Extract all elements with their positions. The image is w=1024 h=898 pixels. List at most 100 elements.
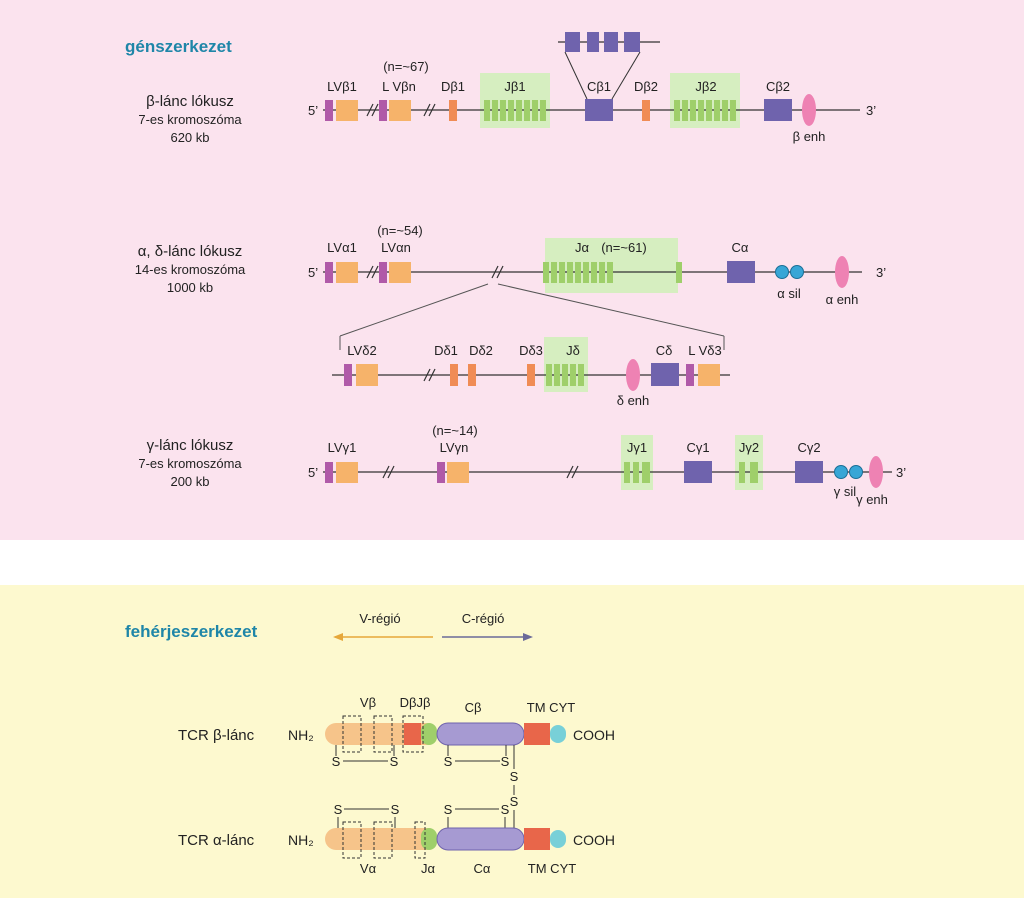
beta-j1-label: Jβ1	[504, 79, 525, 94]
alpha-c-domain	[436, 827, 525, 851]
alpha-cdr-box-3	[414, 821, 426, 859]
alpha-leader-1	[325, 262, 333, 283]
gamma-silencer-1	[834, 465, 848, 479]
alpha-cyt-segment	[550, 830, 566, 848]
beta-j1-region-bg	[480, 73, 550, 128]
beta-c1-gene	[585, 99, 613, 121]
beta-cdr-box-3	[402, 715, 424, 753]
gamma-5prime: 5’	[308, 465, 318, 480]
alpha-cdr-box-1	[342, 821, 362, 859]
delta-d3-label: Dδ3	[519, 343, 543, 358]
cbeta-exon-3	[604, 32, 618, 52]
beta-cdr-box-1	[342, 715, 362, 753]
alpha-v-count: (n=~54)	[377, 223, 423, 238]
alpha-enh-label: α enh	[826, 292, 859, 307]
gamma-v1-gene	[336, 462, 358, 483]
gamma-j1-segments	[624, 462, 650, 483]
alpha-c-label: Cα	[732, 240, 749, 255]
alpha-tm-segment	[524, 828, 550, 850]
break-mark	[423, 103, 431, 117]
beta-leader-1	[325, 100, 333, 121]
alpha-vn-gene	[389, 262, 411, 283]
alpha-tm-cyt: TM CYT	[528, 861, 576, 876]
delta-v2-gene	[356, 364, 378, 386]
gamma-c2-label: Cγ2	[797, 440, 820, 455]
beta-locus-chromosome: 7-es kromoszóma	[138, 112, 242, 127]
beta-j2-region-bg	[670, 73, 740, 128]
beta-d1-label: Dβ1	[441, 79, 465, 94]
beta-v-label: Vβ	[360, 695, 376, 710]
beta-tm-cyt: TM CYT	[527, 700, 575, 715]
delta-j-segments	[546, 364, 584, 386]
beta-d2-label: Dβ2	[634, 79, 658, 94]
break-mark	[371, 103, 379, 117]
delta-enhancer	[626, 359, 640, 391]
alpha-lvn-label: LVαn	[381, 240, 411, 255]
alpha-3prime: 3’	[876, 265, 886, 280]
alpha-delta-locus-chromosome: 14-es kromoszóma	[134, 262, 246, 277]
break-mark	[428, 368, 436, 382]
gene-structure-heading: génszerkezet	[125, 37, 232, 56]
tcr-beta-chain-label: TCR β-lánc	[178, 727, 255, 744]
break-mark	[496, 265, 504, 279]
alpha-c-label: Cα	[474, 861, 491, 876]
beta-cooh: COOH	[573, 727, 615, 743]
v-region-arrowhead	[333, 633, 343, 641]
delta-v3-gene	[698, 364, 720, 386]
delta-c-label: Cδ	[656, 343, 673, 358]
beta-c1-label: Cβ1	[587, 79, 611, 94]
delta-d1-gene	[450, 364, 458, 386]
alpha-cooh: COOH	[573, 832, 615, 848]
beta-locus-name: β-lánc lókusz	[146, 93, 234, 110]
gamma-locus-size: 200 kb	[170, 474, 210, 489]
alpha-sil-label: α sil	[777, 286, 801, 301]
break-mark	[382, 465, 390, 479]
beta-enh-label: β enh	[793, 129, 826, 144]
alpha-silencer-2	[790, 265, 804, 279]
protein-structure-heading: fehérjeszerkezet	[125, 622, 258, 641]
gamma-enhancer	[869, 456, 883, 488]
delta-zoom-connector	[497, 283, 725, 337]
break-mark	[387, 465, 395, 479]
tcr-alpha-chain-label: TCR α-lánc	[178, 832, 255, 849]
delta-j-label: Jδ	[566, 343, 580, 358]
delta-d1-label: Dδ1	[434, 343, 458, 358]
break-mark	[371, 265, 379, 279]
alpha-silencer-1	[775, 265, 789, 279]
beta-dj-segment	[404, 723, 421, 745]
beta-c-label: Cβ	[465, 700, 482, 715]
beta-nh2: NH₂	[288, 727, 314, 743]
gamma-c1-label: Cγ1	[686, 440, 709, 455]
beta-c-domain	[436, 722, 525, 746]
delta-c-gene	[651, 363, 679, 386]
sulfur: S	[444, 802, 453, 817]
beta-tm-segment	[524, 723, 550, 745]
gamma-enh-label: γ enh	[856, 492, 888, 507]
sulfur: S	[334, 802, 343, 817]
alpha-delta-locus-name: α, δ-lánc lókusz	[137, 243, 243, 260]
alpha-5prime: 5’	[308, 265, 318, 280]
alpha-delta-locus-size: 1000 kb	[166, 280, 214, 295]
gamma-locus-chromosome: 7-es kromoszóma	[138, 456, 242, 471]
gamma-lv1-label: LVγ1	[328, 440, 357, 455]
delta-d2-label: Dδ2	[469, 343, 493, 358]
alpha-leader-n	[379, 262, 387, 283]
sulfur: S	[510, 769, 519, 784]
gamma-j2-label: Jγ2	[739, 440, 759, 455]
break-mark	[428, 103, 436, 117]
beta-j1-segments	[484, 100, 546, 121]
sulfur: S	[332, 754, 341, 769]
alpha-lv1-label: LVα1	[327, 240, 357, 255]
delta-leader-3	[686, 364, 694, 386]
cbeta-exon-4	[624, 32, 640, 52]
beta-c2-label: Cβ2	[766, 79, 790, 94]
delta-lv2-label: LVδ2	[347, 343, 376, 358]
sulfur: S	[501, 754, 510, 769]
beta-vn-gene	[389, 100, 411, 121]
gamma-leader-n	[437, 462, 445, 483]
alpha-nh2: NH₂	[288, 832, 314, 848]
gamma-locus-label: γ-lánc lókusz 7-es kromoszóma 200 kb	[110, 437, 270, 491]
alpha-v-label: Vα	[360, 861, 377, 876]
delta-d3-gene	[527, 364, 535, 386]
